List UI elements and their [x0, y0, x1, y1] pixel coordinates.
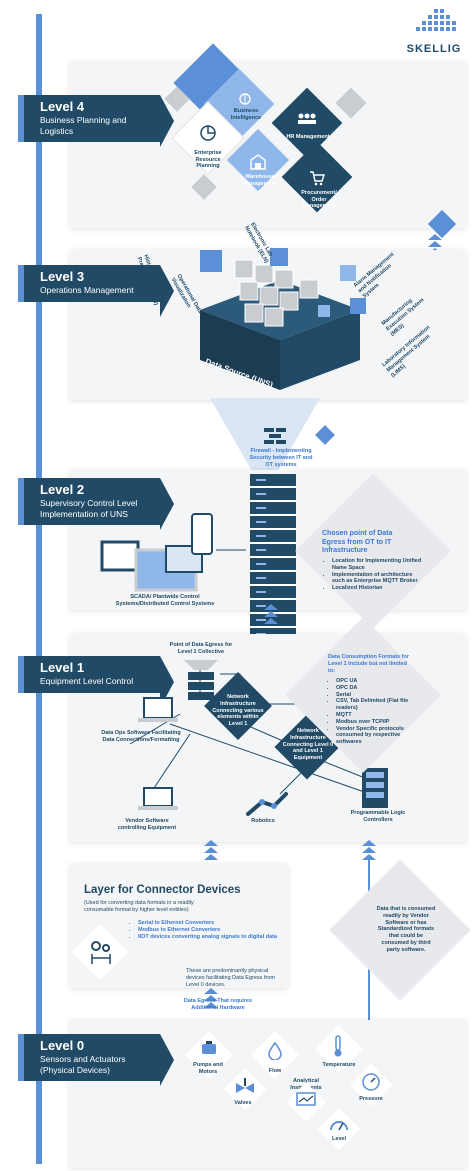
procurement-label: Procurement/ Order Management [301, 190, 337, 209]
brand-logo: SKELLIG [404, 8, 464, 55]
logo-grid-icon [416, 9, 456, 31]
egress-item: Location for Implementing Unified Name S… [332, 558, 424, 572]
level4-badge: Level 4 Business Planning and Logistics [18, 95, 174, 147]
connector-item: IIOT devices converting analog signals t… [138, 934, 288, 941]
format-item: OPC UA [336, 678, 420, 685]
level2-title: Level 2 [40, 482, 85, 497]
scada-label: SCADA/ Plantwide Control Systems/Distrib… [115, 594, 215, 607]
chevron-up-icon [264, 604, 278, 625]
valve-icon [236, 1078, 254, 1093]
level0-title: Level 0 [40, 1038, 85, 1053]
warehouse-icon [250, 154, 266, 170]
funnel-beam [210, 398, 320, 478]
laptop-icon [138, 787, 178, 810]
level4-subtitle: Business Planning and Logistics [40, 115, 127, 136]
connector-item: Serial to Ethernet Converters [138, 920, 288, 927]
level2-subtitle: Supervisory Control Level Implementation… [40, 498, 138, 519]
connector-item: Modbus to Ethernet Converters [138, 927, 288, 934]
format-item: OPC DA [336, 685, 420, 692]
level3-badge: Level 3 Operations Management [18, 265, 174, 317]
egress-item: Implementation of architecture such as E… [332, 572, 424, 586]
vendor-label: Vendor Software controlling Equipment [117, 818, 177, 831]
laptop-icon [138, 697, 178, 722]
egress-hardware-label: Data Egress That requires Additional Har… [183, 998, 253, 1011]
people-icon [298, 113, 316, 124]
format-item: MQTT [336, 712, 420, 719]
chevron-up-icon [204, 840, 218, 861]
warehouse-label: Warehouse Management [243, 174, 277, 187]
hr-label: HR Management [286, 134, 330, 140]
pump-icon [202, 1041, 216, 1054]
point-of-egress-label: Point of Data Egress for Level 1 Collect… [169, 642, 233, 655]
connector-note: These are predominantly physical devices… [186, 968, 275, 988]
pumps-label: Pumps and Motors [193, 1062, 223, 1075]
chart-icon [200, 125, 216, 141]
timeline-spine [36, 14, 42, 1164]
level-gauge-icon [330, 1121, 348, 1131]
valves-label: Valves [234, 1100, 252, 1106]
plc-icon [362, 768, 388, 808]
level1-badge: Level 1 Equipment Level Control [18, 656, 174, 708]
vendor-data-label: Data that is consumed readily by Vendor … [376, 906, 436, 953]
network2-label: Network Infrastructure Connecting Level … [282, 728, 334, 762]
egress-title: Chosen point of Data Egress from OT to I… [322, 530, 393, 554]
uns-cube-cluster [200, 248, 366, 390]
level2-badge: Level 2 Supervisory Control Level Implem… [18, 478, 174, 530]
format-item: Modbus over TCP/IP [336, 719, 420, 726]
level0-subtitle: Sensors and Actuators (Physical Devices) [40, 1054, 126, 1075]
format-item: Serial [336, 692, 420, 699]
level3-subtitle: Operations Management [40, 285, 134, 295]
connector-list: Serial to Ethernet Converters Modbus to … [130, 920, 288, 940]
level0-badge: Level 0 Sensors and Actuators (Physical … [18, 1034, 174, 1086]
bi-label: Business Intelligence [230, 108, 262, 121]
formats-list: OPC UA OPC DA Serial CSV, Tab Delimited … [328, 678, 420, 746]
erp-label: Enterprise Resource Planning [194, 150, 222, 169]
connector-title: Layer for Connector Devices [84, 884, 241, 896]
thermometer-icon [334, 1035, 342, 1057]
data-ops-label: Data Ops Software Facilitating Data Conn… [101, 730, 181, 743]
flow-label: Flow [268, 1068, 282, 1074]
connector-subtitle: (Used for converting data formats in a r… [84, 900, 194, 913]
devices-icon [100, 513, 246, 592]
temperature-label: Temperature [322, 1062, 356, 1068]
format-item: Vendor Specific protocols consumed by re… [336, 726, 420, 746]
formats-title: Data Consumption Formats for Level 1 Inc… [328, 654, 409, 674]
pressure-label: Pressure [359, 1096, 383, 1102]
chevron-up-icon [362, 840, 376, 861]
egress-server-icon [184, 660, 218, 700]
level3-title: Level 3 [40, 269, 85, 284]
network1-label: Network Infrastructure Connecting variou… [212, 694, 264, 728]
robotics-label: Robotics [251, 818, 275, 824]
brand-name: SKELLIG [406, 43, 462, 55]
pressure-gauge-icon [362, 1073, 380, 1091]
egress-item: Localized Historian [332, 585, 424, 592]
level1-title: Level 1 [40, 660, 85, 675]
brain-icon [239, 93, 251, 105]
drop-icon [268, 1042, 282, 1060]
format-item: CSV, Tab Delimited (Flat file readers) [336, 698, 420, 712]
firewall-icon [264, 428, 286, 444]
level4-title: Level 4 [40, 99, 85, 114]
gear-icon [91, 941, 111, 964]
firewall-label: Firewall - Implementing Security between… [249, 448, 313, 468]
egress-list: Location for Implementing Unified Name S… [324, 558, 424, 592]
monitor-chart-icon [296, 1092, 316, 1106]
level-label: Level [331, 1136, 347, 1142]
level1-subtitle: Equipment Level Control [40, 676, 134, 686]
robot-arm-icon [246, 792, 288, 816]
chevron-up-icon [204, 988, 218, 1009]
plc-label: Programmable Logic Controllers [350, 810, 406, 823]
cart-icon [310, 171, 325, 186]
